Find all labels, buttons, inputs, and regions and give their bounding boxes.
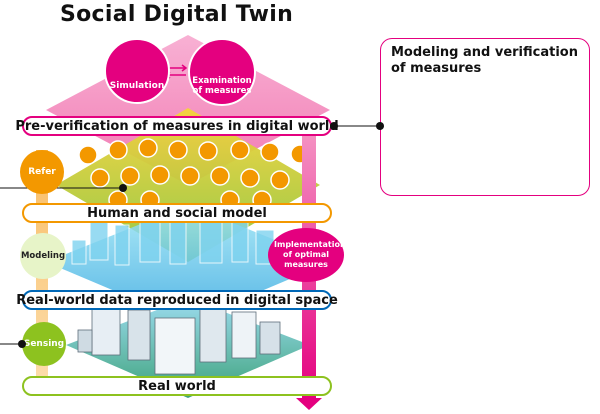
panel-connector-dot: [376, 122, 384, 130]
human-social-label: Human and social model: [87, 205, 267, 221]
implementation-arrow-head: [296, 398, 322, 410]
examination-label: Examination of measures: [192, 76, 252, 96]
pre-verification-dot: [330, 122, 338, 130]
human-model-icons: [78, 138, 310, 210]
human-social-pill: Human and social model: [22, 203, 332, 223]
simulation-circle: Simulation: [104, 38, 170, 104]
simulation-label: Simulation: [109, 81, 165, 91]
modeling-circle: Modeling: [20, 233, 66, 279]
real-world-data-pill: Real-world data reproduced in digital sp…: [16, 290, 338, 310]
real-world-label: Real world: [138, 378, 216, 394]
sensing-circle: Sensing: [22, 322, 66, 366]
sensing-label: Sensing: [23, 339, 65, 349]
real-world-pill: Real world: [22, 376, 332, 396]
real-world-data-label: Real-world data reproduced in digital sp…: [16, 292, 338, 308]
refer-dot: [119, 184, 127, 192]
sensing-dot: [18, 340, 26, 348]
pre-verification-pill: Pre-verification of measures in digital …: [15, 116, 339, 136]
implementation-circle: Implementation of optimal measures: [268, 228, 346, 282]
modeling-label: Modeling: [20, 251, 66, 261]
implementation-label: Implementation of optimal measures: [274, 240, 346, 269]
refer-circle: Refer: [20, 150, 64, 194]
refer-label: Refer: [28, 167, 56, 177]
examination-circle: Examination of measures: [188, 38, 256, 106]
pre-verification-label: Pre-verification of measures in digital …: [15, 118, 339, 134]
diagram-title: Social Digital Twin: [60, 2, 294, 27]
panel-title: Modeling and verification of measures: [391, 45, 578, 76]
modeling-verification-panel: Modeling and verification of measures: [380, 38, 590, 196]
